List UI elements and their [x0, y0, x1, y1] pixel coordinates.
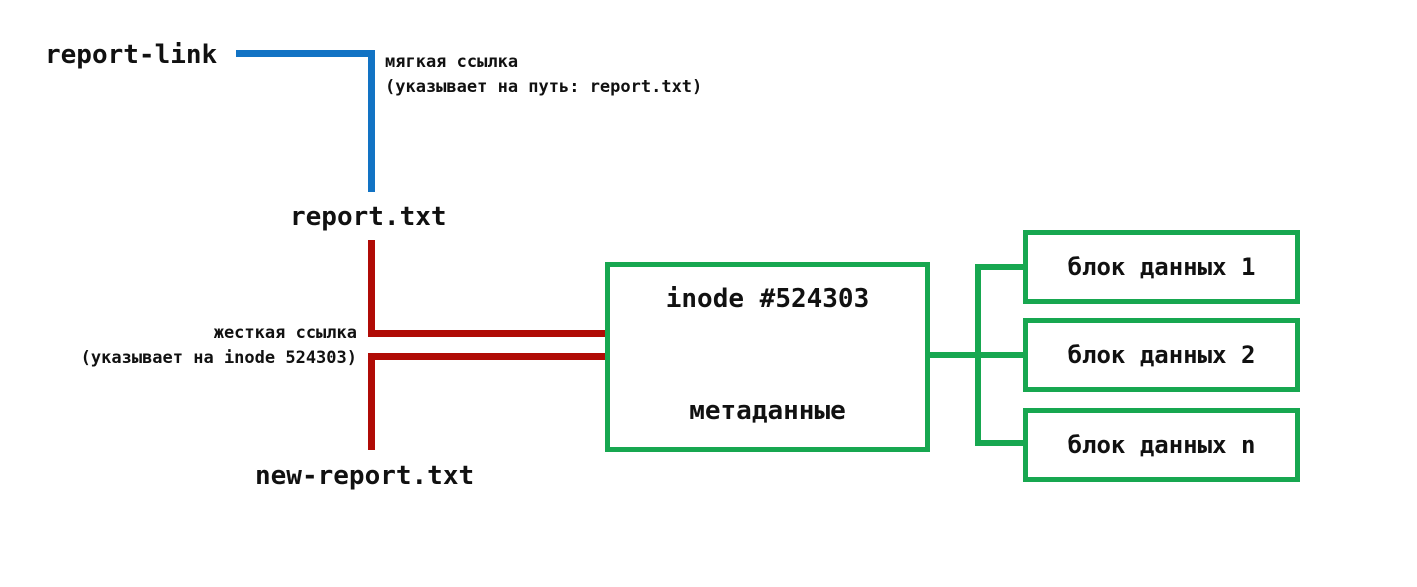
data-block-n: блок данных n [1023, 408, 1300, 482]
hard-link-line-horizontal-top [368, 330, 605, 337]
hard-link-annotation-line1: жесткая ссылка [213, 323, 357, 343]
inode-box-subtitle: метаданные [689, 396, 846, 426]
hard-link-annotation-line2: (указывает на inode 524303) [80, 348, 357, 368]
inode-to-blocks-line-bottom-stub [975, 440, 1023, 446]
inode-to-blocks-line-top-stub [975, 264, 1023, 270]
file-node-report-link: report-link [45, 40, 218, 70]
file-node-new-report-txt: new-report.txt [255, 461, 475, 491]
data-block-2: блок данных 2 [1023, 318, 1300, 392]
hard-link-annotation: жесткая ссылка (указывает на inode 52430… [81, 321, 357, 371]
inode-to-blocks-line-bus [975, 264, 981, 446]
inode-box-title: inode #524303 [665, 284, 870, 314]
file-node-report-txt: report.txt [290, 202, 447, 232]
soft-link-annotation-line2: (указывает на путь: report.txt) [385, 77, 703, 97]
inode-box: inode #524303 метаданные [605, 262, 930, 452]
soft-link-annotation-line1: мягкая ссылка [385, 52, 519, 72]
hard-link-line-vertical-top [368, 240, 375, 337]
hard-link-line-horizontal-bottom [368, 353, 605, 360]
soft-link-line-vertical [368, 50, 375, 192]
soft-link-annotation: мягкая ссылка (указывает на путь: report… [385, 50, 702, 100]
soft-link-line-horizontal [236, 50, 375, 57]
hard-link-line-vertical-bottom [368, 353, 375, 450]
data-block-1: блок данных 1 [1023, 230, 1300, 304]
